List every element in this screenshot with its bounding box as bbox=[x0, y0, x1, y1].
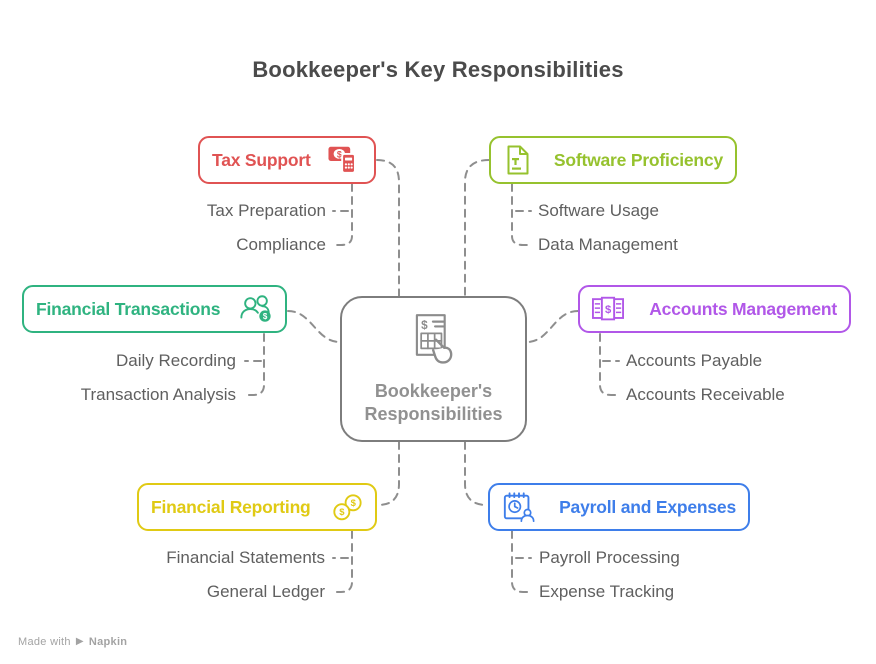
made-with-napkin-watermark: Made with ▶ Napkin bbox=[18, 636, 127, 648]
watermark-made-with-text: Made with bbox=[18, 636, 71, 648]
branch-node-financial-transactions: Financial Transactions $ bbox=[22, 285, 287, 333]
center-label-line2: Responsibilities bbox=[364, 404, 503, 424]
connector-tax-children bbox=[332, 183, 353, 246]
watermark-brand-text: Napkin bbox=[88, 636, 128, 648]
connector-tax-to-center bbox=[376, 159, 400, 297]
connector-software-to-center bbox=[464, 159, 490, 297]
sub-label-financial-statements: Financial Statements bbox=[166, 548, 325, 567]
sub-label-general-ledger: General Ledger bbox=[206, 582, 325, 601]
branch-label-tax-support: Tax Support bbox=[212, 149, 311, 170]
document-icon bbox=[503, 144, 533, 176]
branch-label-financial-transactions: Financial Transactions bbox=[36, 298, 221, 319]
connector-software-children bbox=[511, 183, 532, 246]
svg-text:$: $ bbox=[263, 312, 268, 321]
svg-text:$: $ bbox=[339, 506, 345, 517]
branch-label-payroll-and-expenses: Payroll and Expenses bbox=[559, 496, 736, 517]
connector-accounts-to-center bbox=[526, 310, 579, 343]
center-label-line1: Bookkeeper's bbox=[374, 381, 493, 401]
sub-label-data-management: Data Management bbox=[538, 235, 678, 254]
sub-label-expense-tracking: Expense Tracking bbox=[539, 582, 675, 601]
sub-label-accounts-receivable: Accounts Receivable bbox=[626, 385, 785, 404]
sub-label-tax-preparation: Tax Preparation bbox=[206, 201, 326, 220]
svg-text:$: $ bbox=[605, 303, 612, 315]
connector-transactions-children bbox=[244, 333, 265, 396]
invoice-hand-icon: $ bbox=[402, 312, 466, 379]
connector-accounts-children bbox=[599, 333, 620, 396]
branch-node-software-proficiency: Software Proficiency bbox=[489, 136, 737, 184]
napkin-logo-icon: ▶ bbox=[75, 636, 84, 647]
branch-label-financial-reporting: Financial Reporting bbox=[151, 496, 311, 517]
svg-text:$: $ bbox=[337, 149, 342, 159]
branch-node-financial-reporting: Financial Reporting $ $ bbox=[137, 483, 377, 531]
connector-payroll-children bbox=[511, 530, 532, 593]
sub-label-daily-recording: Daily Recording bbox=[116, 351, 236, 370]
page-title: Bookkeeper's Key Responsibilities bbox=[252, 57, 624, 82]
payroll-calendar-icon bbox=[502, 491, 536, 523]
sub-label-accounts-payable: Accounts Payable bbox=[626, 351, 763, 370]
connector-center-to-payroll bbox=[464, 441, 488, 506]
branch-label-accounts-management: Accounts Management bbox=[649, 298, 837, 319]
sub-label-transaction-analysis: Transaction Analysis bbox=[80, 385, 236, 404]
ledger-icon: $ bbox=[592, 296, 624, 323]
branch-node-tax-support: Tax Support $ bbox=[198, 136, 376, 184]
svg-text:$: $ bbox=[421, 319, 428, 332]
sub-label-software-usage: Software Usage bbox=[538, 201, 659, 220]
tax-calculator-icon: $ bbox=[328, 145, 362, 176]
svg-text:$: $ bbox=[351, 497, 357, 508]
people-coin-icon: $ bbox=[239, 294, 273, 324]
branch-node-accounts-management: $ Accounts Management bbox=[578, 285, 851, 333]
connector-center-to-reporting bbox=[377, 441, 400, 506]
center-node-bookkeepers-responsibilities: $ Bookkeeper's Responsibilities bbox=[340, 296, 527, 442]
center-node-label: Bookkeeper's Responsibilities bbox=[364, 380, 502, 426]
sub-label-compliance: Compliance bbox=[236, 235, 326, 254]
connector-transactions-to-center bbox=[287, 310, 341, 343]
connector-reporting-children bbox=[332, 530, 353, 593]
branch-node-payroll-and-expenses: Payroll and Expenses bbox=[488, 483, 750, 531]
sub-label-payroll-processing: Payroll Processing bbox=[539, 548, 680, 567]
branch-label-software-proficiency: Software Proficiency bbox=[553, 149, 723, 170]
coins-icon: $ $ bbox=[331, 493, 363, 522]
